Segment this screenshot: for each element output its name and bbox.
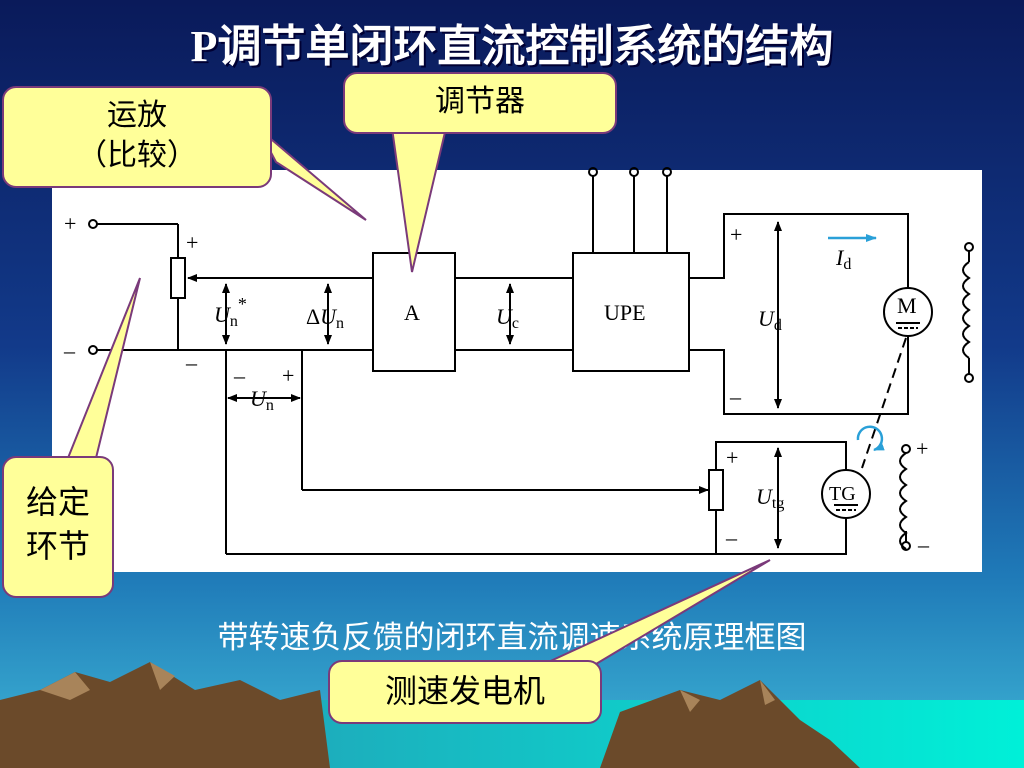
tacho-callout-label: 测速发电机 xyxy=(384,672,545,710)
regulator-callout-label: 调节器 xyxy=(435,84,525,119)
diagram-panel xyxy=(52,170,982,572)
diagram-caption: 带转速负反馈的闭环直流调速系统原理框图 xyxy=(217,620,807,656)
opamp-callout-line2: （比较） xyxy=(77,138,197,173)
tacho-callout: 测速发电机 xyxy=(328,660,602,724)
opamp-callout-line1: 运放 xyxy=(107,98,167,133)
slide-title: P调节单闭环直流控制系统的结构 xyxy=(190,21,834,72)
setpoint-callout-line2: 环节 xyxy=(25,527,90,565)
setpoint-callout-line1: 给定 xyxy=(25,483,90,521)
regulator-callout: 调节器 xyxy=(343,72,617,134)
setpoint-callout: 给定 环节 xyxy=(2,456,114,598)
opamp-callout: 运放 （比较） xyxy=(2,86,272,188)
